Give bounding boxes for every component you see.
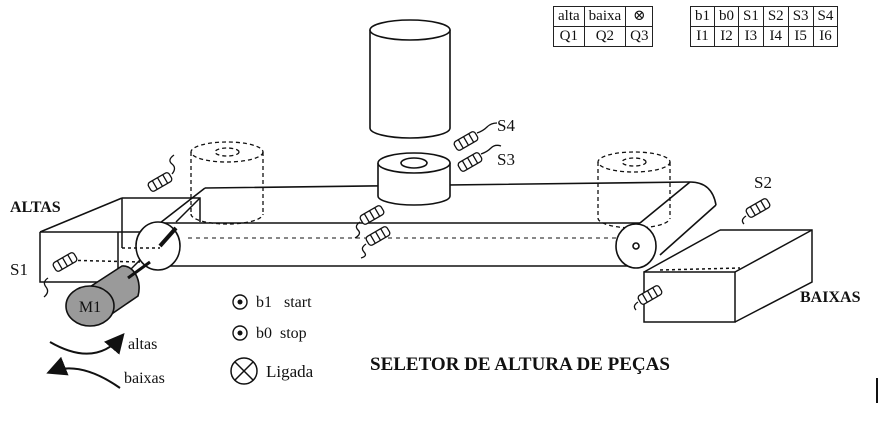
input-i1: I1: [690, 26, 715, 47]
output-q2: Q2: [583, 26, 627, 47]
dashed-part-right: [597, 151, 671, 229]
legend-b0: b0 stop: [232, 325, 307, 342]
output-q3: Q3: [625, 26, 654, 47]
input-header-s4: S4: [812, 6, 839, 27]
legend-b1-label: b1 start: [256, 294, 312, 311]
sensor-label-s4: S4: [497, 116, 515, 135]
output-table-header: alta baixa ⊗: [553, 6, 654, 27]
pushbutton-b1-icon: [232, 294, 248, 310]
output-header-baixa: baixa: [583, 6, 627, 27]
rotation-label-altas: altas: [128, 336, 157, 353]
pushbutton-b0-icon: [232, 325, 248, 341]
sensor-s2: [741, 198, 771, 225]
feeder-cylinder: [369, 19, 451, 139]
bin-label-altas: ALTAS: [10, 199, 61, 216]
input-table: b1 b0 S1 S2 S3 S4 I1 I2 I3 I4 I5 I6: [690, 6, 839, 47]
input-i6: I6: [812, 26, 839, 47]
output-table: alta baixa ⊗ Q1 Q2 Q3: [553, 6, 654, 47]
sensor-s3: [457, 144, 502, 172]
roller-right: [615, 223, 657, 269]
input-header-b0: b0: [714, 6, 739, 27]
output-header-lamp: ⊗: [625, 6, 654, 27]
output-table-row: Q1 Q2 Q3: [553, 26, 654, 47]
rotation-arrow-baixas: [46, 356, 121, 389]
input-header-s3: S3: [787, 6, 814, 27]
dashed-part-left: [190, 141, 264, 225]
sensor-baixas: [633, 285, 663, 311]
legend-b0-label: b0 stop: [256, 325, 307, 342]
input-i2: I2: [714, 26, 739, 47]
input-header-s2: S2: [762, 6, 789, 27]
input-header-b1: b1: [690, 6, 715, 27]
sensor-label-s1: S1: [10, 260, 28, 279]
diagram-title: SELETOR DE ALTURA DE PEÇAS: [370, 354, 670, 375]
rotation-arrow-altas: [49, 332, 125, 355]
sensor-label-s2: S2: [754, 173, 772, 192]
input-i4: I4: [762, 26, 789, 47]
input-header-s1: S1: [738, 6, 764, 27]
output-header-alta: alta: [553, 6, 585, 27]
input-i3: I3: [738, 26, 764, 47]
rotation-label-baixas: baixas: [124, 370, 165, 387]
legend-ligada: Ligada: [230, 357, 314, 385]
conveyor-belt: [159, 181, 717, 267]
part-on-belt: [377, 152, 451, 206]
input-table-row: I1 I2 I3 I4 I5 I6: [690, 26, 839, 47]
legend-ligada-label: Ligada: [266, 362, 314, 381]
sensor-belt-front-2: [360, 226, 391, 259]
bin-label-baixas: BAIXAS: [800, 289, 861, 306]
output-q1: Q1: [553, 26, 585, 47]
input-i5: I5: [787, 26, 814, 47]
lamp-icon: [230, 357, 258, 385]
sensor-belt-front-1: [354, 205, 385, 239]
input-table-header: b1 b0 S1 S2 S3 S4: [690, 6, 839, 27]
bin-baixas: [643, 229, 813, 323]
drive-roller-left: [135, 221, 181, 271]
bin-altas: [39, 197, 201, 283]
sensor-s4: [453, 122, 498, 151]
sensor-s1: [43, 252, 78, 298]
sensor-top-left: [147, 154, 176, 192]
legend-b1: b1 start: [232, 294, 312, 311]
motor-label: M1: [79, 299, 101, 316]
motor-m1: [65, 260, 151, 327]
sensor-label-s3: S3: [497, 150, 515, 169]
